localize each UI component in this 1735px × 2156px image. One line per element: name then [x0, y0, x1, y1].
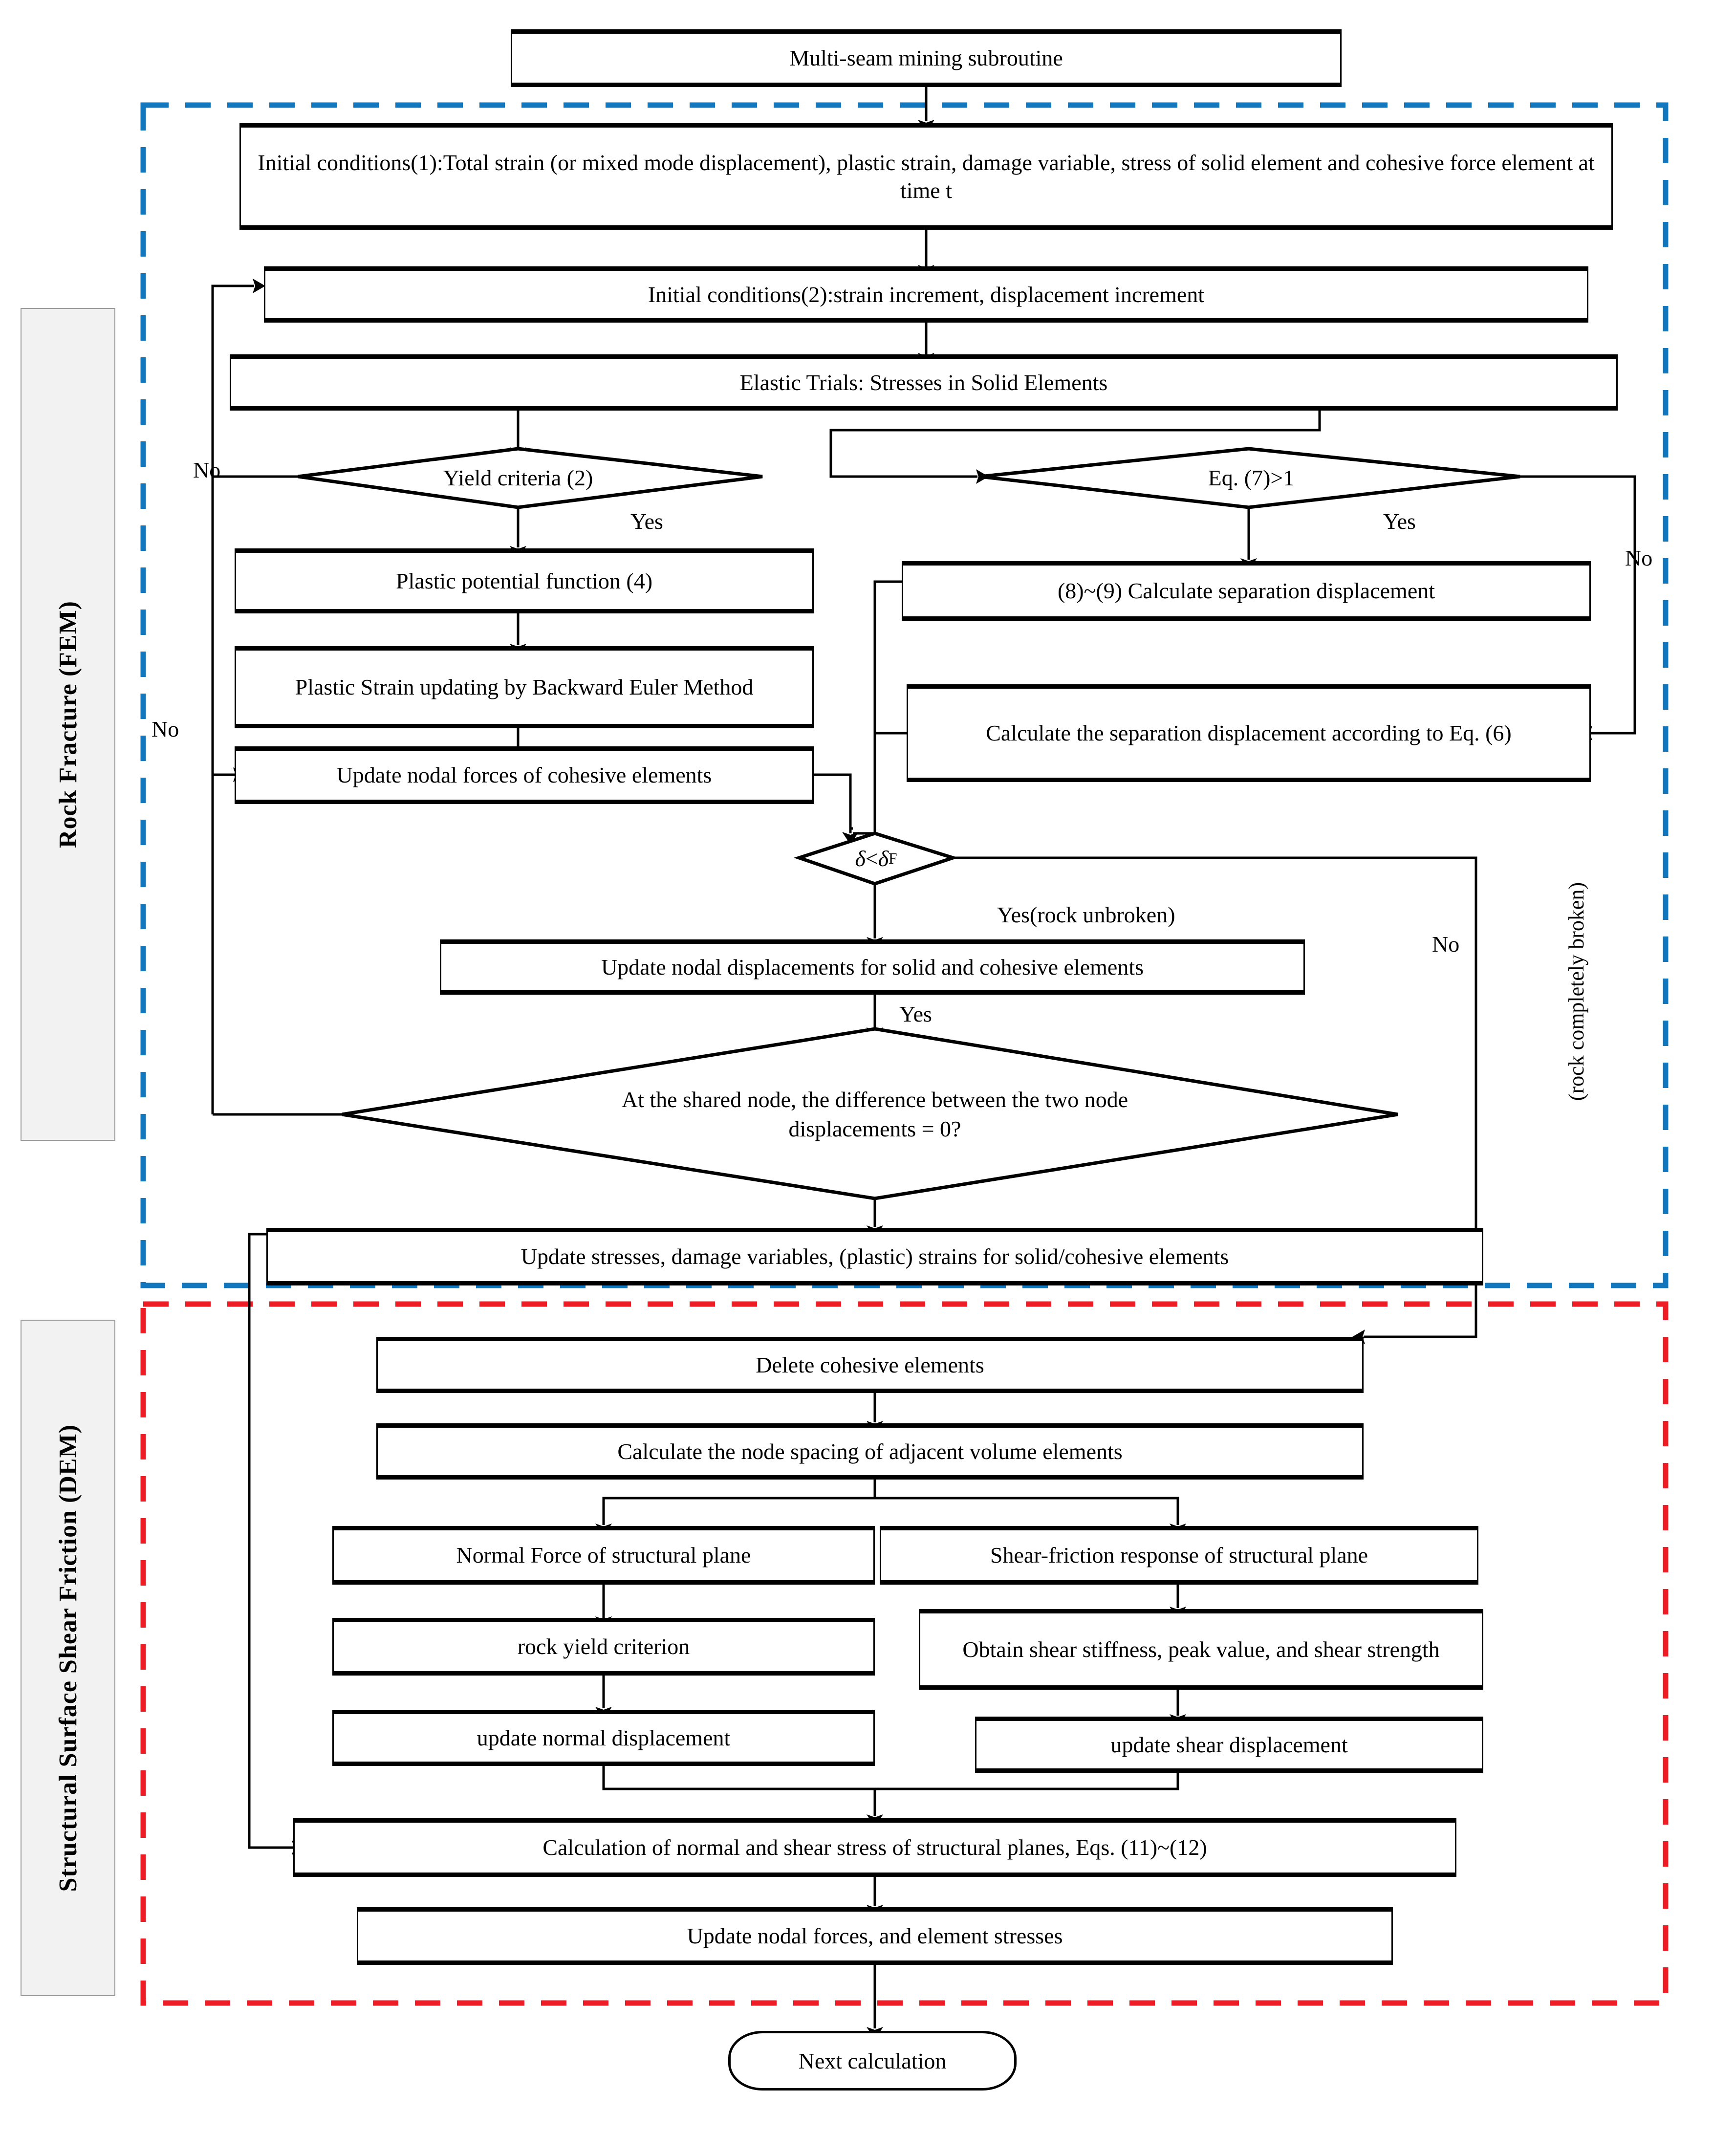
- band-structural-surface-dem: Structural Surface Shear Friction (DEM): [21, 1320, 115, 1996]
- node-update-nodal-displacements[interactable]: Update nodal displacements for solid and…: [440, 939, 1305, 995]
- edge-label-eq7-yes: Yes: [1383, 509, 1416, 534]
- delta-lhs: δ: [855, 846, 866, 871]
- node-delete-cohesive-elements-label: Delete cohesive elements: [756, 1352, 984, 1377]
- node-calculation-normal-shear-stress-label: Calculation of normal and shear stress o…: [542, 1835, 1207, 1860]
- node-update-normal-displacement-label: update normal displacement: [477, 1725, 731, 1750]
- edge-label-cohesive-loop-no: No: [152, 717, 179, 741]
- yield-criteria-diamond: [298, 447, 763, 509]
- node-plastic-strain-updating[interactable]: Plastic Strain updating by Backward Eule…: [235, 646, 814, 728]
- node-calc-separation-eq6-label: Calculate the separation displacement ac…: [986, 720, 1512, 746]
- node-plastic-strain-updating-label: Plastic Strain updating by Backward Eule…: [295, 675, 754, 700]
- node-update-nodal-displacements-label: Update nodal displacements for solid and…: [601, 954, 1144, 980]
- node-shear-friction-response[interactable]: Shear-friction response of structural pl…: [880, 1526, 1478, 1585]
- node-plastic-potential-function-label: Plastic potential function (4): [395, 568, 653, 593]
- diamond-text-eq7: Eq. (7)>1: [1095, 455, 1408, 501]
- shared-node-diamond: [342, 1027, 1398, 1200]
- node-initial-conditions-2[interactable]: Initial conditions(2):strain increment, …: [264, 266, 1588, 323]
- node-calculation-normal-shear-stress[interactable]: Calculation of normal and shear stress o…: [293, 1818, 1456, 1877]
- diamond-text-yield: Yield criteria (2): [342, 455, 694, 501]
- node-start[interactable]: Multi-seam mining subroutine: [511, 29, 1342, 87]
- node-start-label: Multi-seam mining subroutine: [789, 45, 1063, 71]
- edge-label-eq7-no: No: [1625, 545, 1653, 570]
- delta-compare-diamond: [793, 831, 959, 886]
- diamond-yield-label: Yield criteria (2): [443, 465, 593, 490]
- node-update-stresses-damage-label: Update stresses, damage variables, (plas…: [520, 1244, 1229, 1269]
- node-calculate-node-spacing-label: Calculate the node spacing of adjacent v…: [617, 1438, 1123, 1464]
- fem-region-frame: [140, 102, 1669, 1288]
- delta-rhs-sub: F: [889, 849, 897, 867]
- delta-rhs: δ: [878, 846, 889, 871]
- edge-label-delta-no: No: [1432, 932, 1460, 957]
- shared-node-line-1: At the shared node, the difference betwe…: [621, 1087, 1128, 1112]
- node-rock-yield-criterion-label: rock yield criterion: [517, 1634, 690, 1659]
- edge-label-shared-yes: Yes: [899, 1002, 932, 1026]
- shared-node-line-2: displacements = 0?: [788, 1116, 961, 1141]
- node-update-forces-element-stresses-label: Update nodal forces, and element stresse…: [687, 1923, 1063, 1949]
- node-update-shear-displacement-label: update shear displacement: [1110, 1732, 1348, 1757]
- node-normal-force-structural-plane[interactable]: Normal Force of structural plane: [332, 1526, 875, 1585]
- node-calc-separation-89-label: (8)~(9) Calculate separation displacemen…: [1057, 578, 1435, 604]
- node-update-stresses-damage[interactable]: Update stresses, damage variables, (plas…: [266, 1228, 1483, 1285]
- edge-label-rock-completely-broken: (rock completely broken): [1564, 882, 1588, 1101]
- node-update-forces-element-stresses[interactable]: Update nodal forces, and element stresse…: [357, 1907, 1393, 1965]
- node-elastic-trials[interactable]: Elastic Trials: Stresses in Solid Elemen…: [230, 354, 1618, 411]
- edge-label-yield-yes: Yes: [630, 509, 663, 534]
- diamond-shared-node-label: At the shared node, the difference betwe…: [455, 1068, 1295, 1161]
- node-update-nodal-forces-cohesive[interactable]: Update nodal forces of cohesive elements: [235, 746, 814, 804]
- node-elastic-trials-label: Elastic Trials: Stresses in Solid Elemen…: [739, 370, 1108, 395]
- node-delete-cohesive-elements[interactable]: Delete cohesive elements: [376, 1337, 1364, 1393]
- node-next-calculation[interactable]: Next calculation: [728, 2031, 1017, 2091]
- node-initial-conditions-2-label: Initial conditions(2):strain increment, …: [648, 282, 1205, 307]
- node-next-calculation-label: Next calculation: [798, 2048, 947, 2073]
- node-initial-conditions-1-label: Initial conditions(1):Total strain (or m…: [258, 150, 1595, 203]
- node-normal-force-structural-plane-label: Normal Force of structural plane: [456, 1543, 751, 1568]
- band-dem-label: Structural Surface Shear Friction (DEM): [54, 1424, 82, 1892]
- node-obtain-shear-stiffness[interactable]: Obtain shear stiffness, peak value, and …: [919, 1609, 1483, 1690]
- node-calc-separation-eq6[interactable]: Calculate the separation displacement ac…: [907, 684, 1591, 782]
- node-update-shear-displacement[interactable]: update shear displacement: [975, 1717, 1483, 1773]
- diamond-text-shared-node: At the shared node, the difference betwe…: [455, 1068, 1295, 1161]
- delta-op: <: [865, 846, 878, 871]
- band-fem-label: Rock Fracture (FEM): [54, 600, 82, 849]
- band-rock-fracture-fem: Rock Fracture (FEM): [21, 308, 115, 1141]
- eq7-diamond: [979, 447, 1520, 509]
- node-update-nodal-forces-cohesive-label: Update nodal forces of cohesive elements: [336, 762, 712, 788]
- diamond-eq7-label: Eq. (7)>1: [1208, 465, 1295, 490]
- edge-label-yield-no: No: [193, 457, 221, 482]
- edge-label-delta-yes: Yes(rock unbroken): [997, 902, 1175, 927]
- node-calculate-node-spacing[interactable]: Calculate the node spacing of adjacent v…: [376, 1423, 1364, 1480]
- node-rock-yield-criterion[interactable]: rock yield criterion: [332, 1618, 875, 1676]
- node-plastic-potential-function[interactable]: Plastic potential function (4): [235, 548, 814, 613]
- node-obtain-shear-stiffness-label: Obtain shear stiffness, peak value, and …: [962, 1636, 1440, 1662]
- node-calc-separation-89[interactable]: (8)~(9) Calculate separation displacemen…: [902, 561, 1591, 621]
- node-shear-friction-response-label: Shear-friction response of structural pl…: [990, 1543, 1368, 1568]
- dem-region-frame: [140, 1301, 1669, 2006]
- node-update-normal-displacement[interactable]: update normal displacement: [332, 1710, 875, 1766]
- node-initial-conditions-1[interactable]: Initial conditions(1):Total strain (or m…: [239, 123, 1613, 230]
